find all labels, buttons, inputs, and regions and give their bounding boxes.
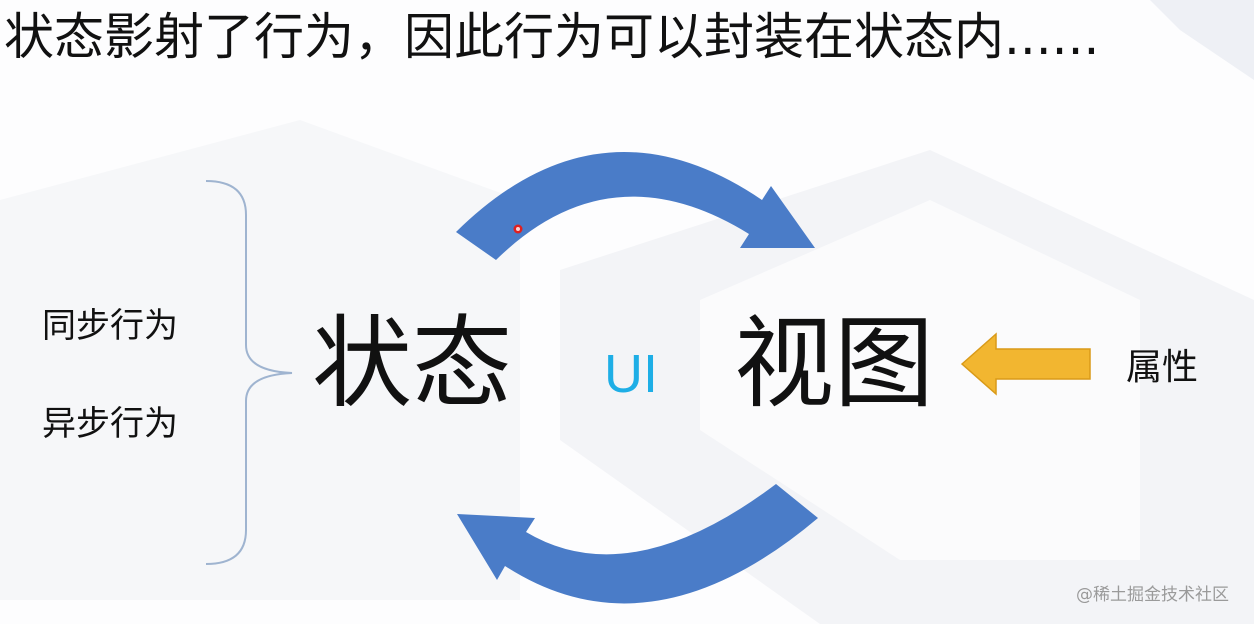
property-label: 属性 bbox=[1126, 347, 1199, 388]
watermark: @稀土掘金技术社区 bbox=[1076, 585, 1229, 605]
view-label: 视图 bbox=[734, 305, 934, 422]
sync-behavior-label: 同步行为 bbox=[42, 306, 178, 346]
slide-title: 状态影射了行为，因此行为可以封装在状态内...... bbox=[4, 8, 1100, 66]
state-label: 状态 bbox=[312, 305, 512, 422]
async-behavior-label: 异步行为 bbox=[42, 404, 178, 444]
ui-label: UI bbox=[604, 344, 658, 404]
